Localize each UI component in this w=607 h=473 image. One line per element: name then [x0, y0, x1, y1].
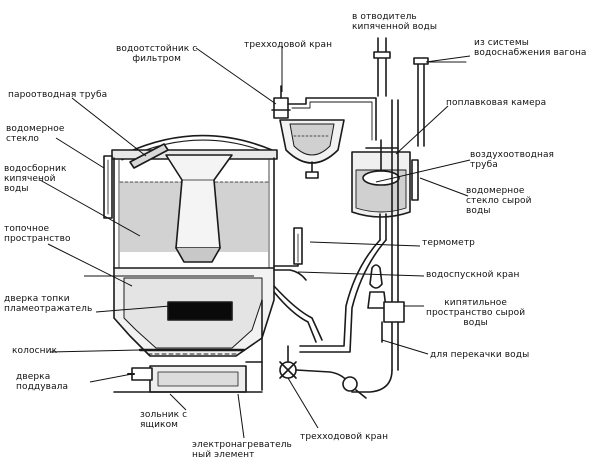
raw-water-gauge-glass	[411, 159, 419, 201]
label-to-boiled-water-consumer: в отводитель кипяченной воды	[352, 12, 438, 32]
boiler-dome	[117, 134, 273, 158]
label-ash-pan: зольник с ящиком	[140, 410, 188, 430]
label-water-transfer: для перекачки воды	[430, 350, 530, 360]
label-firebox-space: топочное пространство	[4, 224, 71, 244]
label-float-chamber: поплавковая камера	[446, 98, 547, 108]
label-three-way-valve: трехходовой кран	[244, 40, 333, 50]
label-grate: колосник	[12, 346, 58, 356]
label-thermometer: термометр	[422, 238, 475, 248]
label-ash-door: дверка поддувала	[16, 372, 69, 392]
raw-water-boiling-space	[369, 264, 383, 289]
label-boiled-water-collector: водосборник кипяченой воды	[4, 164, 67, 194]
label-raw-water-gauge-glass: водомерное стекло сырой воды	[466, 186, 532, 216]
label-water-drain-valve: водоспускной кран	[426, 270, 520, 280]
label-heating-element: электронагреватель ный элемент	[192, 440, 292, 460]
label-steam-outlet-pipe: пароотводная труба	[8, 90, 108, 100]
boiled-water-fill-left	[120, 182, 182, 252]
heating-element	[167, 301, 233, 321]
label-air-outlet-pipe: воздухоотводная труба	[470, 150, 555, 170]
label-firebox-door-converter: дверка топки пламеотражатель	[4, 294, 93, 314]
label-water-gauge-glass: водомерное стекло	[6, 124, 65, 144]
boiled-water-fill-right	[214, 182, 268, 252]
steam-outlet-pipe	[129, 143, 169, 169]
label-three-way-valve-bottom: трехходовой кран	[300, 432, 389, 442]
label-raw-water-boiling-space: кипятильное пространство сырой воды	[426, 298, 526, 328]
three-way-valve-top	[273, 97, 289, 119]
label-water-settler-filter: водоотстойник с фильтром	[116, 44, 198, 64]
label-from-car-water-supply: из системы водоснабжения вагона	[474, 38, 587, 58]
